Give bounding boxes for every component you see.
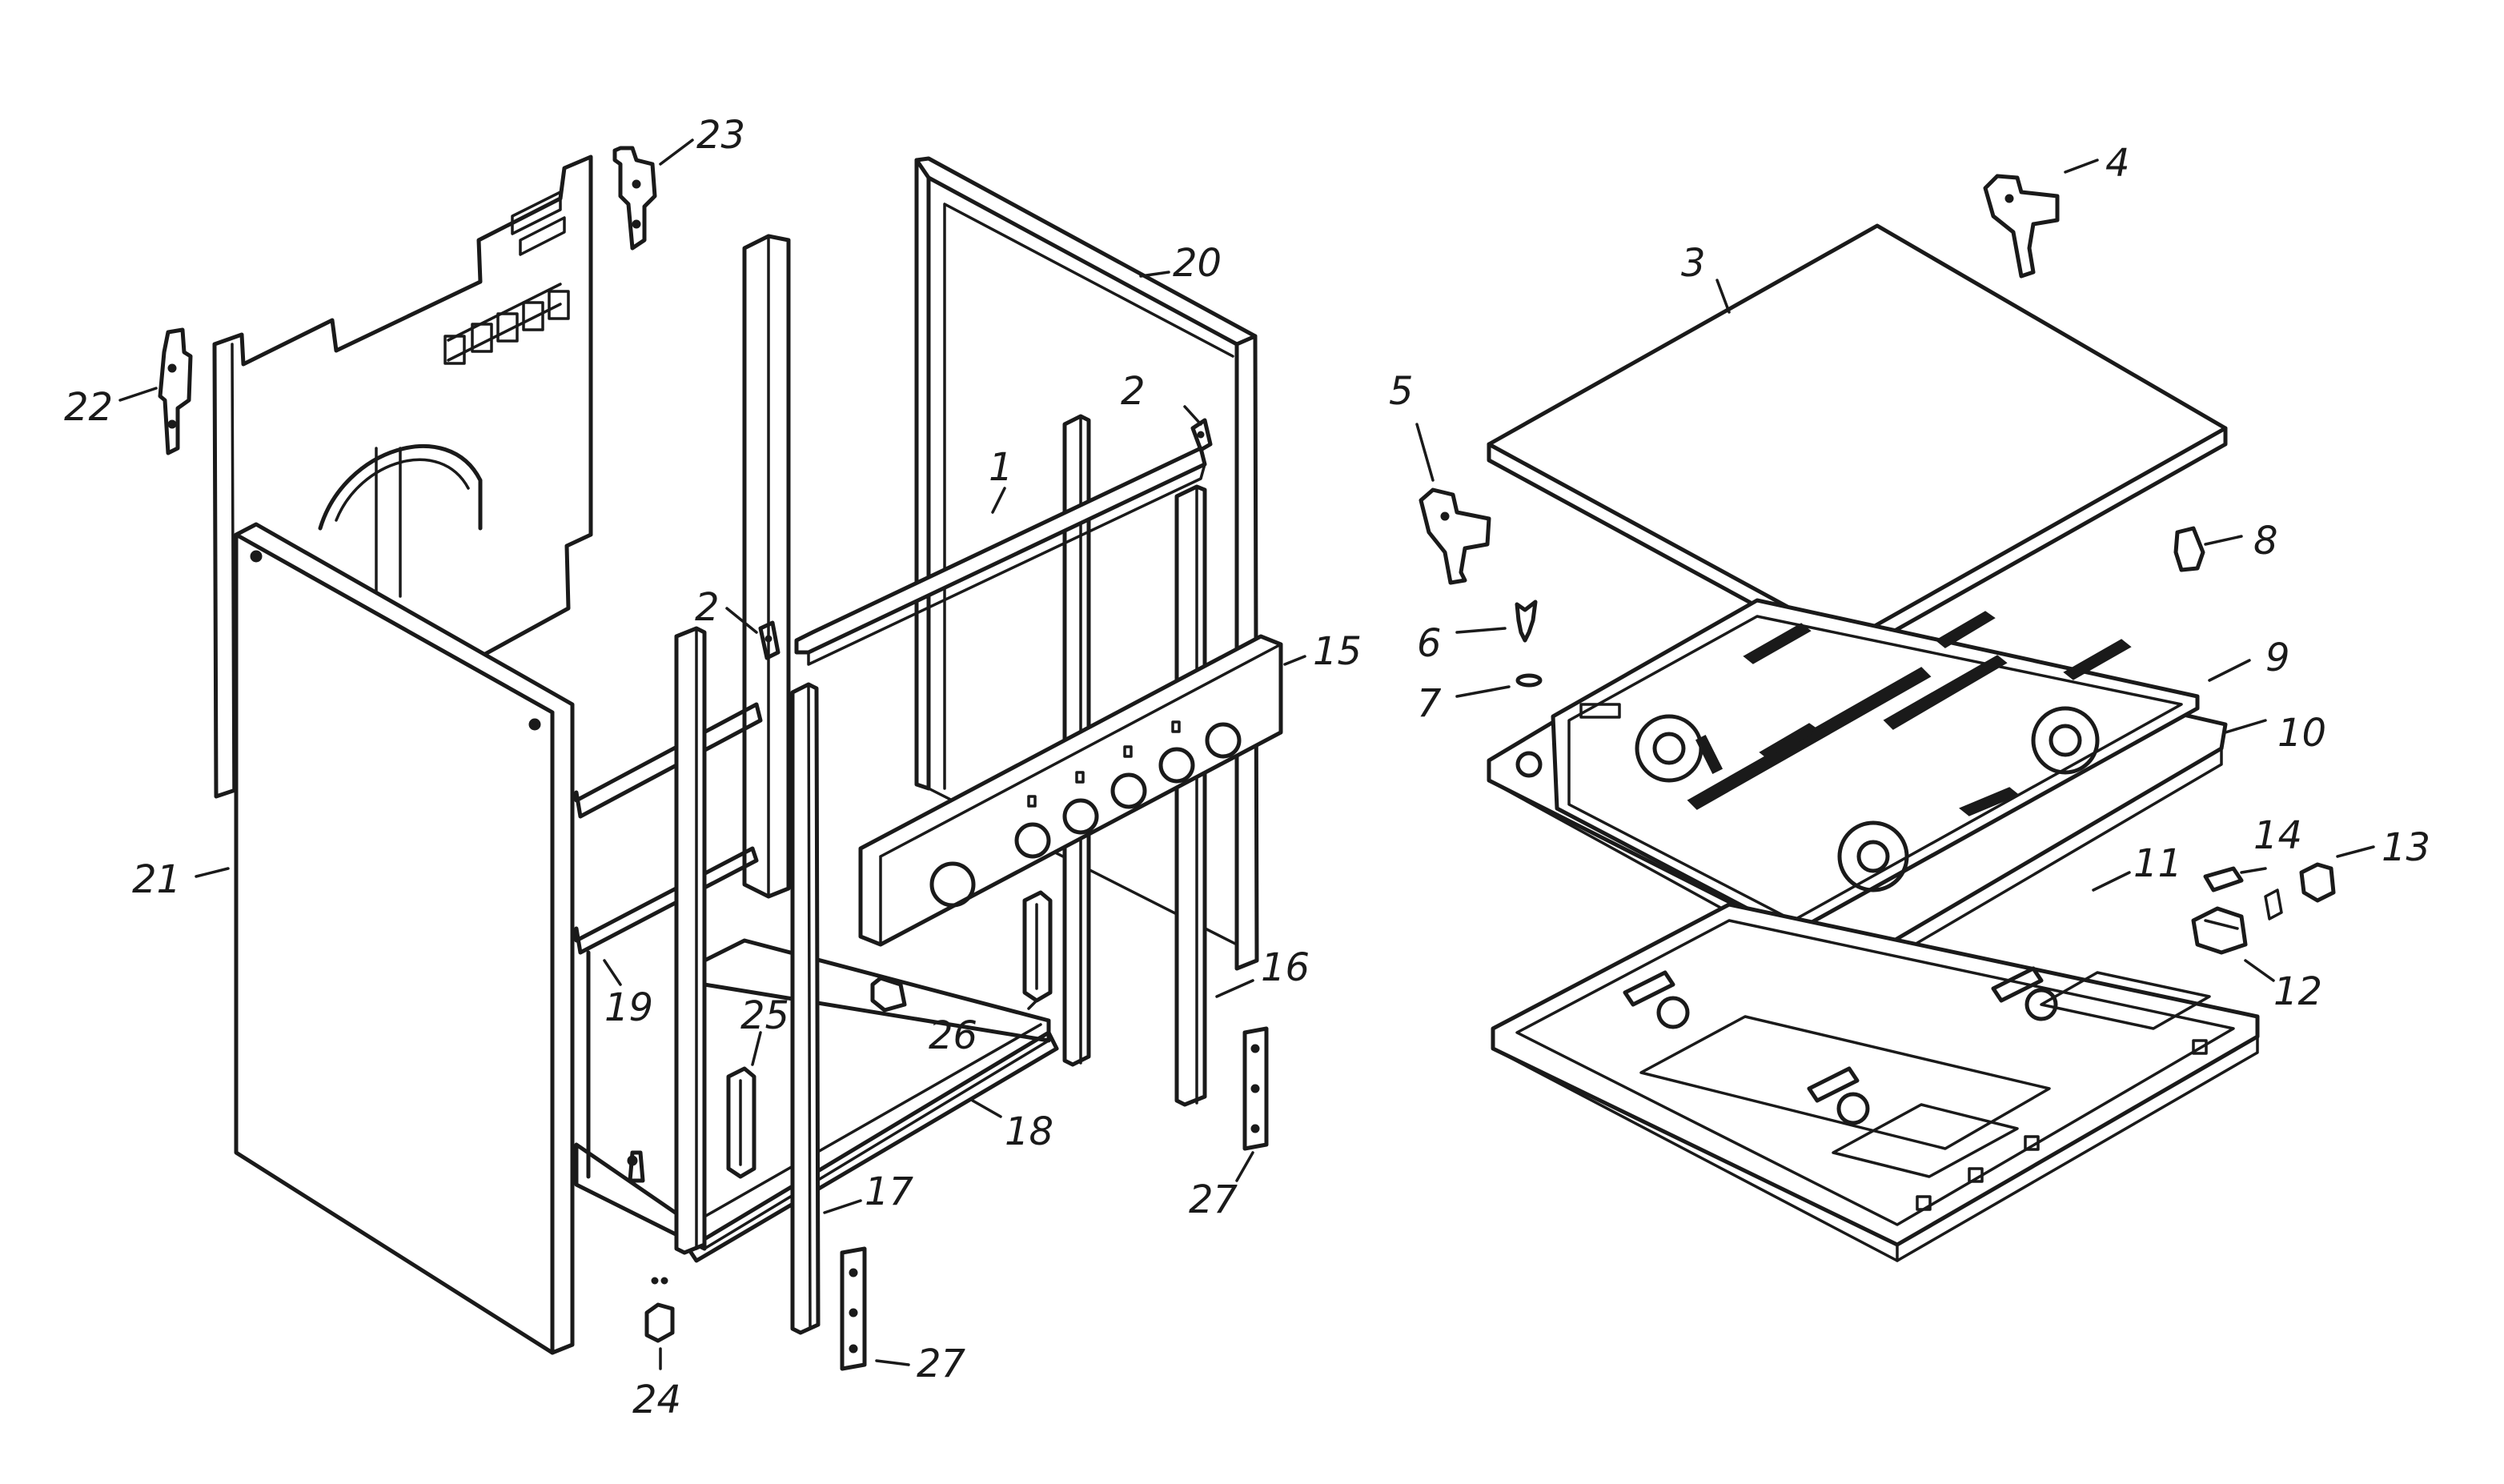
callout-10: 10 bbox=[2277, 711, 2326, 756]
back-panel bbox=[212, 154, 593, 799]
callout-21: 21 bbox=[132, 857, 181, 902]
callout-27-lower: 27 bbox=[917, 1342, 966, 1386]
callout-14: 14 bbox=[2253, 813, 2302, 858]
washer-part-7 bbox=[1515, 673, 1543, 688]
screw-part-6 bbox=[1515, 600, 1538, 643]
hinge-bracket-25 bbox=[726, 1066, 756, 1179]
callout-labels: 1 2 2 3 4 5 6 7 8 9 10 11 12 13 14 15 16… bbox=[64, 113, 2430, 1422]
callout-5: 5 bbox=[1389, 369, 1414, 414]
callout-11: 11 bbox=[2133, 841, 2182, 886]
base-tray-11 bbox=[1491, 902, 2260, 1262]
callout-24: 24 bbox=[632, 1378, 681, 1422]
callout-2-upper: 2 bbox=[1121, 369, 1146, 414]
bracket-part-27-lower bbox=[840, 1246, 867, 1371]
callout-27-upper: 27 bbox=[1189, 1177, 1238, 1222]
top-crossbar-1 bbox=[794, 446, 1207, 666]
hinge-part-22 bbox=[158, 327, 193, 455]
callout-23: 23 bbox=[696, 113, 745, 158]
callout-16: 16 bbox=[1261, 945, 1310, 990]
bracket-part-12 bbox=[2191, 906, 2248, 955]
callout-15: 15 bbox=[1313, 629, 1362, 674]
callout-1: 1 bbox=[989, 445, 1013, 490]
foot-part-24 bbox=[644, 1277, 675, 1343]
callout-26: 26 bbox=[929, 1013, 977, 1058]
bracket-part-27-upper bbox=[1242, 1026, 1269, 1151]
callout-25: 25 bbox=[740, 993, 789, 1038]
hinge-part-4 bbox=[1983, 174, 2060, 279]
callout-4: 4 bbox=[2105, 141, 2130, 186]
rear-vertical-strip bbox=[742, 234, 791, 899]
callout-18: 18 bbox=[1005, 1109, 1053, 1154]
callout-20: 20 bbox=[1173, 241, 1222, 286]
leader-lines bbox=[118, 138, 2375, 1370]
callout-7: 7 bbox=[1417, 681, 1442, 726]
pan-support-9 bbox=[1551, 598, 2200, 935]
bracket-part-2-lower bbox=[758, 620, 780, 660]
callout-9: 9 bbox=[2265, 636, 2290, 680]
callout-2-lower: 2 bbox=[695, 585, 720, 630]
hinge-part-23 bbox=[612, 146, 657, 251]
front-vertical-strip-17 bbox=[790, 682, 821, 1335]
callout-12: 12 bbox=[2273, 969, 2322, 1014]
callout-17: 17 bbox=[865, 1169, 914, 1214]
left-side-panel-21 bbox=[234, 522, 575, 1355]
bracket-part-14 bbox=[2203, 866, 2244, 892]
callout-8: 8 bbox=[2253, 519, 2278, 564]
callout-6: 6 bbox=[1417, 621, 1442, 666]
callout-13: 13 bbox=[2382, 825, 2430, 870]
hinge-part-5 bbox=[1419, 487, 1491, 585]
clip-part-13 bbox=[2264, 862, 2336, 920]
catch-part-8 bbox=[2173, 526, 2205, 572]
callout-19: 19 bbox=[604, 985, 653, 1030]
front-vertical-strip-left bbox=[674, 626, 707, 1255]
callout-3: 3 bbox=[1681, 241, 1706, 286]
bottom-frame bbox=[574, 702, 1059, 1263]
hinge-bracket-26 bbox=[1022, 890, 1053, 1003]
callout-22: 22 bbox=[64, 385, 113, 430]
top-lid-3 bbox=[1487, 223, 2228, 659]
front-vertical-strip-16 bbox=[1174, 484, 1207, 1107]
control-panel-15 bbox=[858, 634, 1283, 947]
